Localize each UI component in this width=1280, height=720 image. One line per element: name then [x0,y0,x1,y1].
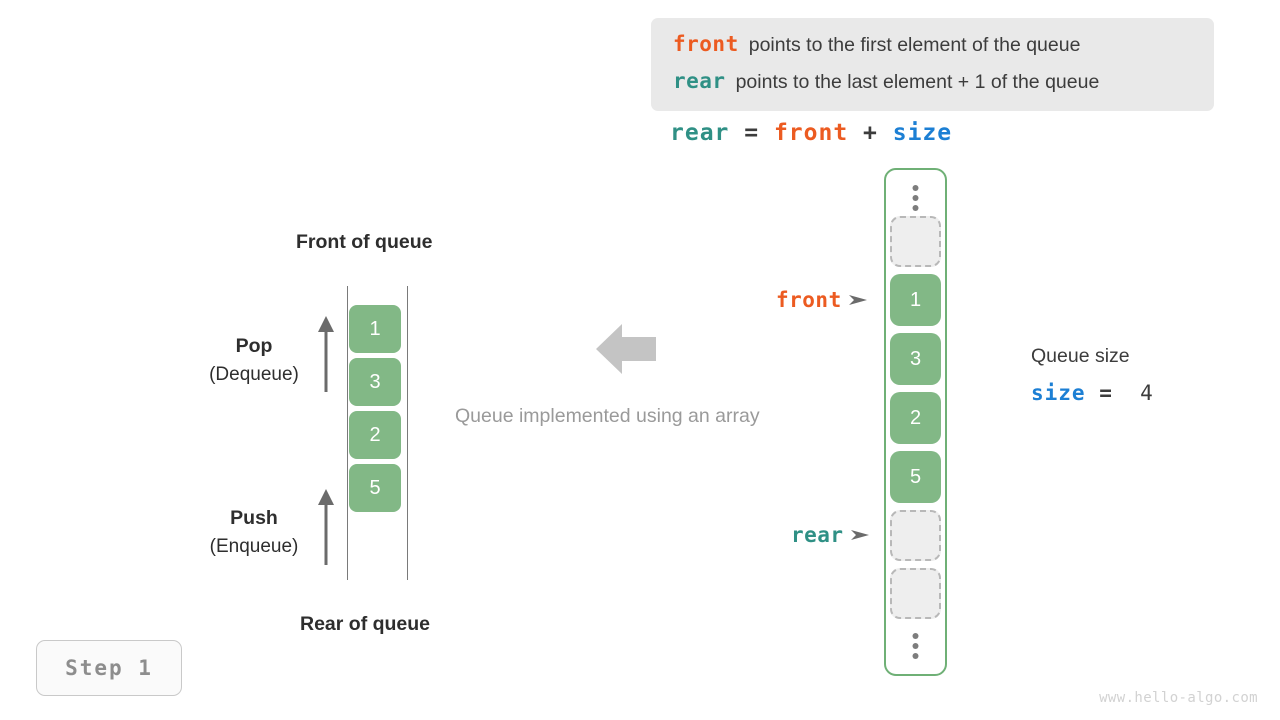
pop-arrow-icon [318,316,334,392]
array-slot-empty [890,510,941,561]
queue-size-title: Queue size [1031,345,1130,367]
legend-text-rear: points to the last element + 1 of the qu… [735,71,1100,93]
array-slot-filled: 3 [890,333,941,385]
formula-plus: + [848,120,893,146]
pointer-rear-label: rear [791,523,844,547]
array-slot-filled: 1 [890,274,941,326]
push-arrow-icon [318,489,334,565]
queue-size-equals: = [1085,381,1127,405]
formula-equals: = [729,120,774,146]
array-slot-filled: 5 [890,451,941,503]
push-title: Push [230,507,278,529]
array-slot-empty [890,568,941,619]
logical-queue-cell: 3 [349,358,401,406]
legend-line-rear: rear points to the last element + 1 of t… [673,69,1194,106]
implementation-note: Queue implemented using an array [455,405,760,427]
array-container: 1 3 2 5 [884,168,947,676]
left-arrow-icon [596,324,656,374]
array-slot-empty [890,216,941,267]
legend-keyword-rear: rear [673,69,726,93]
logical-queue-cell: 1 [349,305,401,353]
step-badge: Step 1 [36,640,182,696]
pointer-arrow-icon [850,530,869,540]
push-subtitle: (Enqueue) [209,536,299,557]
formula-term-rear: rear [670,120,730,146]
queue-size-expression: size = 4 [1031,381,1154,405]
formula-term-front: front [773,120,849,146]
pop-title: Pop [235,335,273,357]
legend-text-front: points to the first element of the queue [748,34,1081,56]
logical-queue-cell: 5 [349,464,401,512]
queue-rail-left [347,286,348,580]
pointer-rear: rear [791,523,871,547]
ellipsis-bottom-icon [912,633,919,659]
queue-size-var: size [1031,381,1086,405]
watermark: www.hello-algo.com [1099,690,1258,706]
ellipsis-top-icon [912,185,919,211]
rear-of-queue-label: Rear of queue [300,613,431,635]
queue-rail-right [407,286,408,580]
logical-queue-cell: 2 [349,411,401,459]
formula-rear-equals-front-plus-size: rear = front + size [670,120,952,146]
pop-operation-label: Pop (Dequeue) [196,335,312,386]
pointer-arrow-icon [848,295,867,305]
front-of-queue-label: Front of queue [296,231,433,253]
legend-line-front: front points to the first element of the… [673,32,1194,69]
array-slot-filled: 2 [890,392,941,444]
queue-size-value: 4 [1126,381,1154,405]
pop-subtitle: (Dequeue) [209,364,299,385]
pointer-front-label: front [776,288,842,312]
legend-box: front points to the first element of the… [651,18,1214,111]
pointer-front: front [776,288,869,312]
push-operation-label: Push (Enqueue) [196,507,312,558]
formula-term-size: size [892,120,953,146]
legend-keyword-front: front [673,32,739,56]
